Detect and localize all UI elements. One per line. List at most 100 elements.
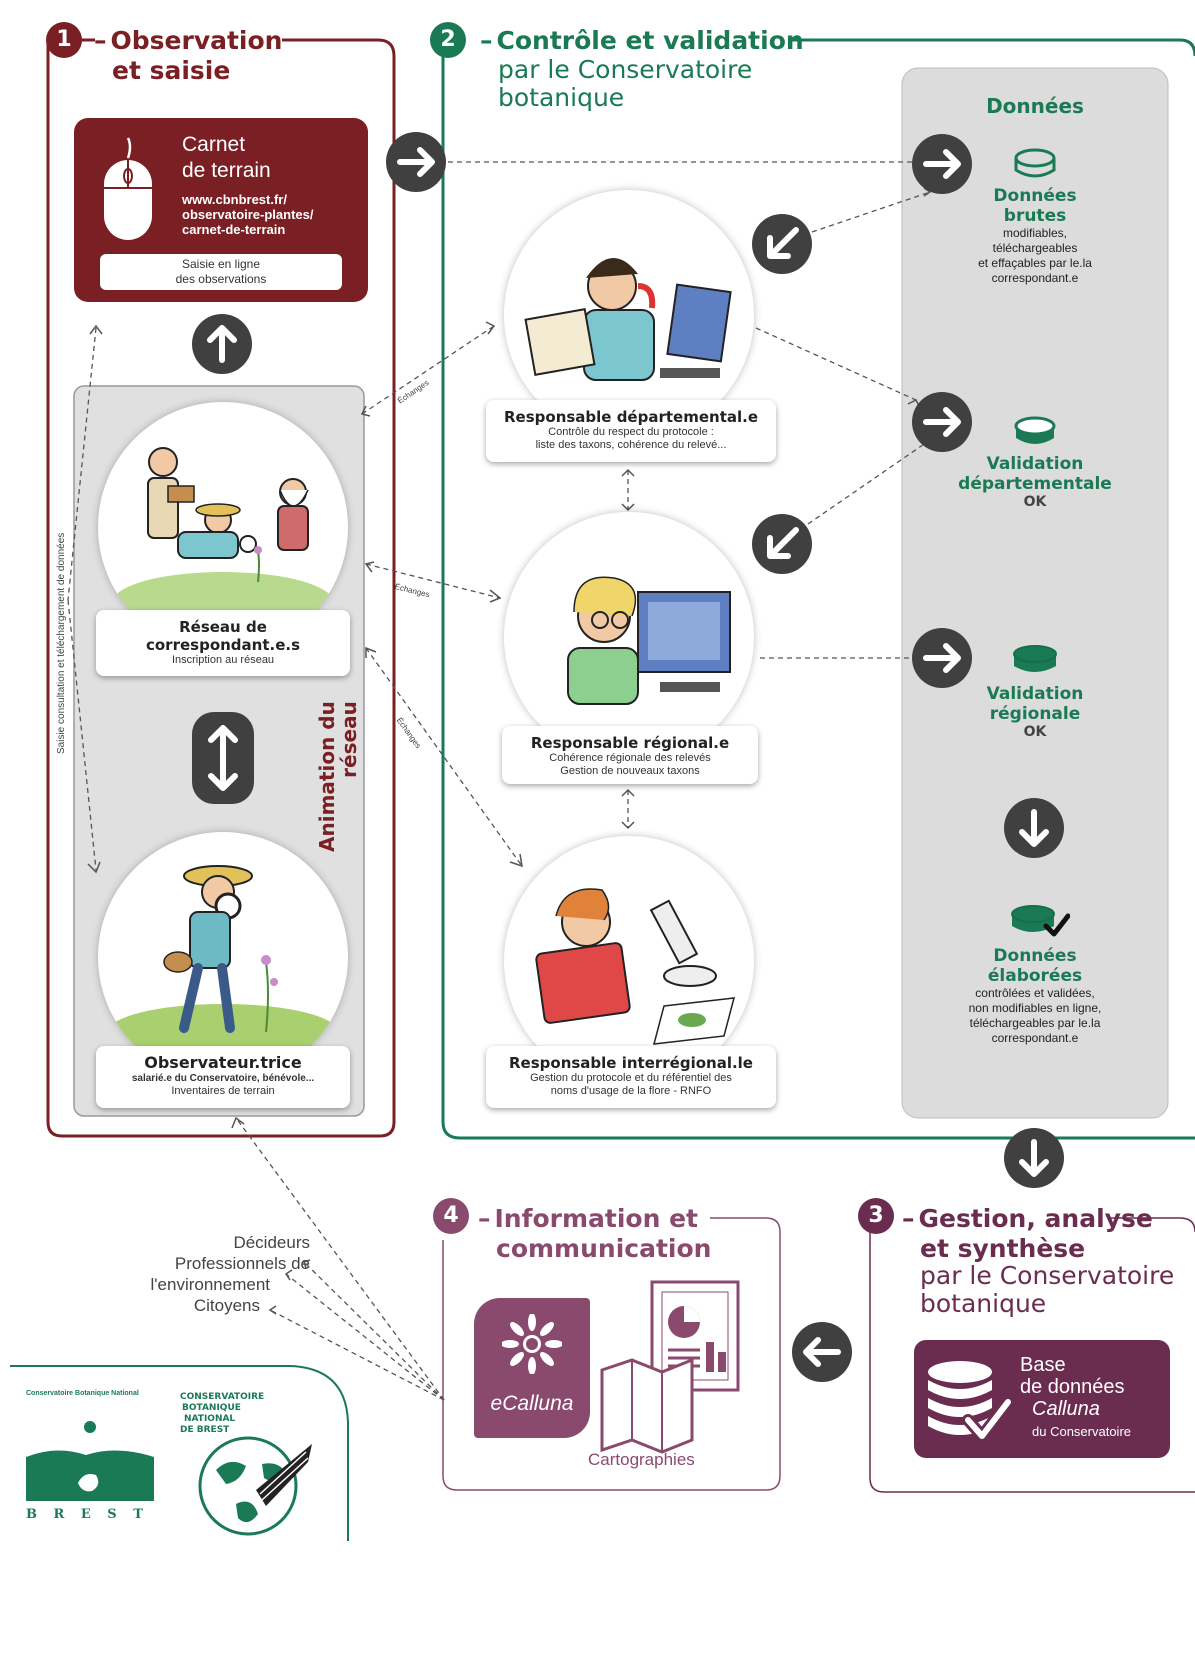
database-icon	[1014, 148, 1056, 178]
saisie-line1: Saisie en ligne	[181, 257, 261, 271]
base-line4: du Conservatoire	[1032, 1424, 1131, 1439]
arrow-up-icon	[192, 314, 252, 374]
valdep-status: OK	[1023, 494, 1047, 510]
audience-list: Décideurs Professionnels de l'environnem…	[92, 1232, 310, 1316]
elab-sub3: téléchargeables par le.la	[969, 1016, 1101, 1030]
section-4-number: 4	[433, 1198, 469, 1234]
carnet-url-line1[interactable]: www.cbnbrest.fr/	[182, 192, 287, 207]
section-1-title-line2: et saisie	[112, 56, 231, 85]
logo-right-line1: CONSERVATOIRE	[180, 1392, 265, 1402]
observateur-card[interactable]: Observateur.trice salarié.e du Conservat…	[96, 1046, 350, 1108]
section-2-title-text: Contrôle et validation	[496, 26, 804, 55]
donnees-brutes-block: Données brutes modifiables, téléchargeab…	[960, 186, 1110, 286]
brutes-sub4: correspondant.e	[991, 271, 1079, 285]
base-line2: de données	[1020, 1376, 1125, 1398]
responsable-interregional-card[interactable]: Responsable interrégional.le Gestion du …	[486, 1046, 776, 1108]
ecalluna-app-icon[interactable]: eCalluna	[474, 1298, 590, 1438]
resp-inter-title: Responsable interrégional.le	[509, 1054, 753, 1072]
responsable-departemental-card[interactable]: Responsable départemental.e Contrôle du …	[486, 400, 776, 462]
arrow-left-icon	[792, 1322, 852, 1382]
map-icon	[600, 1357, 694, 1454]
carnet-url-line2[interactable]: observatoire-plantes/	[182, 207, 314, 222]
resp-dep-sub1: Contrôle du respect du protocole :	[548, 426, 714, 438]
validation-departementale-block: Validation départementale OK	[940, 454, 1130, 510]
brutes-sub1: modifiables,	[1002, 226, 1068, 240]
logo-right-line3: NATIONAL	[184, 1414, 236, 1424]
saisie-en-ligne-label: Saisie en ligne des observations	[100, 254, 342, 290]
resp-dep-sub2: liste des taxons, cohérence du relevé...	[535, 439, 727, 451]
resp-inter-sub2: noms d'usage de la flore - RNFO	[550, 1085, 712, 1097]
brutes-sub2: téléchargeables	[992, 241, 1078, 255]
responsable-interregional-illustration	[504, 836, 754, 1086]
base-de-donnees-card[interactable]: Base de données Calluna du Conservatoire	[914, 1340, 1170, 1458]
section-1-number: 1	[46, 22, 82, 58]
animation-reseau-label: Animation du réseau	[315, 701, 361, 852]
valreg-status: OK	[1023, 724, 1047, 740]
logo-left-top: Conservatoire Botanique National	[26, 1390, 139, 1397]
animation-line1: Animation du	[315, 701, 339, 852]
reseau-title-line1: Réseau de	[179, 618, 267, 636]
carnet-title-line2: de terrain	[182, 159, 271, 182]
reseau-card[interactable]: Réseau de correspondant.e.s Inscription …	[96, 610, 350, 676]
section-2-sub-line1: par le Conservatoire	[498, 55, 753, 84]
audience-decideurs: Décideurs	[233, 1233, 310, 1252]
brutes-sub3: et effaçables par le.la	[978, 256, 1092, 270]
observateur-illustration	[98, 832, 348, 1082]
cbn-brest-logo-left: Conservatoire Botanique National B R E S…	[26, 1390, 158, 1532]
valreg-title-line1: Validation	[986, 684, 1084, 704]
carnet-title-line1: Carnet	[182, 133, 246, 156]
valdep-title-line2: départementale	[958, 474, 1112, 494]
section-2-title: –Contrôle et validation	[480, 26, 804, 55]
section-3-title-line2: et synthèse	[920, 1234, 1086, 1263]
logo-left-graphic	[26, 1421, 154, 1501]
resp-reg-title: Responsable régional.e	[530, 734, 730, 752]
arrow-right-icon	[912, 628, 972, 688]
reseau-sub: Inscription au réseau	[171, 654, 275, 666]
elab-title-line2: élaborées	[987, 966, 1083, 986]
audience-environnement: l'environnement	[150, 1275, 270, 1294]
arrow-updown-icon	[192, 712, 254, 804]
brutes-title-line1: Données	[993, 186, 1077, 206]
carnet-url-line3[interactable]: carnet-de-terrain	[182, 222, 286, 237]
arrow-right-icon	[912, 134, 972, 194]
section-4-title-line2: communication	[496, 1234, 712, 1263]
arrow-downleft-icon	[752, 514, 812, 574]
observateur-sub1: salarié.e du Conservatoire, bénévole...	[131, 1073, 315, 1084]
logo-left-bottom: B R E S T	[26, 1507, 149, 1522]
reseau-title-line2: correspondant.e.s	[145, 636, 301, 654]
resp-dep-title: Responsable départemental.e	[504, 408, 758, 426]
base-line3: Calluna	[1032, 1398, 1100, 1420]
arrow-right-icon	[386, 132, 446, 192]
observateur-sub2: Inventaires de terrain	[171, 1085, 275, 1097]
section-1-title: –Observation	[94, 26, 283, 55]
chart-document-icon	[600, 1280, 740, 1454]
responsable-regional-card[interactable]: Responsable régional.e Cohérence régiona…	[502, 726, 758, 784]
database-icon	[1014, 416, 1056, 444]
arrow-right-icon	[912, 392, 972, 452]
ecalluna-label: eCalluna	[490, 1392, 574, 1415]
animation-line2: réseau	[337, 701, 361, 778]
section-3-number: 3	[858, 1198, 894, 1234]
globe-ship-logo	[198, 1436, 312, 1536]
saisie-line2: des observations	[175, 272, 267, 286]
cbn-brest-logo-right: CONSERVATOIRE BOTANIQUE NATIONAL DE BRES…	[180, 1392, 310, 1436]
base-line1: Base	[1020, 1354, 1066, 1376]
section-3-title: –Gestion, analyse	[902, 1204, 1153, 1233]
database-icon	[1013, 645, 1057, 672]
carnet-de-terrain-card[interactable]: Carnet de terrain www.cbnbrest.fr/ obser…	[74, 118, 368, 302]
logo-right-line2: BOTANIQUE	[182, 1403, 241, 1413]
section-3-title-line1: Gestion, analyse	[918, 1204, 1153, 1233]
responsable-regional-illustration	[504, 512, 754, 762]
validation-regionale-block: Validation régionale OK	[940, 684, 1130, 740]
valdep-title-line1: Validation	[986, 454, 1084, 474]
resp-inter-sub1: Gestion du protocole et du référentiel d…	[530, 1072, 732, 1084]
section-1-title-line1: Observation	[110, 26, 283, 55]
cartographies-label: Cartographies	[588, 1450, 695, 1469]
flower-icon	[502, 1314, 562, 1374]
logo-right-line4: DE BREST	[180, 1425, 230, 1435]
saisie-consultation-label: Saisie consultation et téléchargement de…	[56, 532, 67, 754]
database-check-icon	[928, 1361, 1014, 1442]
brutes-title-line2: brutes	[1003, 206, 1067, 226]
mouse-icon	[104, 137, 152, 240]
elab-sub2: non modifiables en ligne,	[968, 1001, 1102, 1015]
